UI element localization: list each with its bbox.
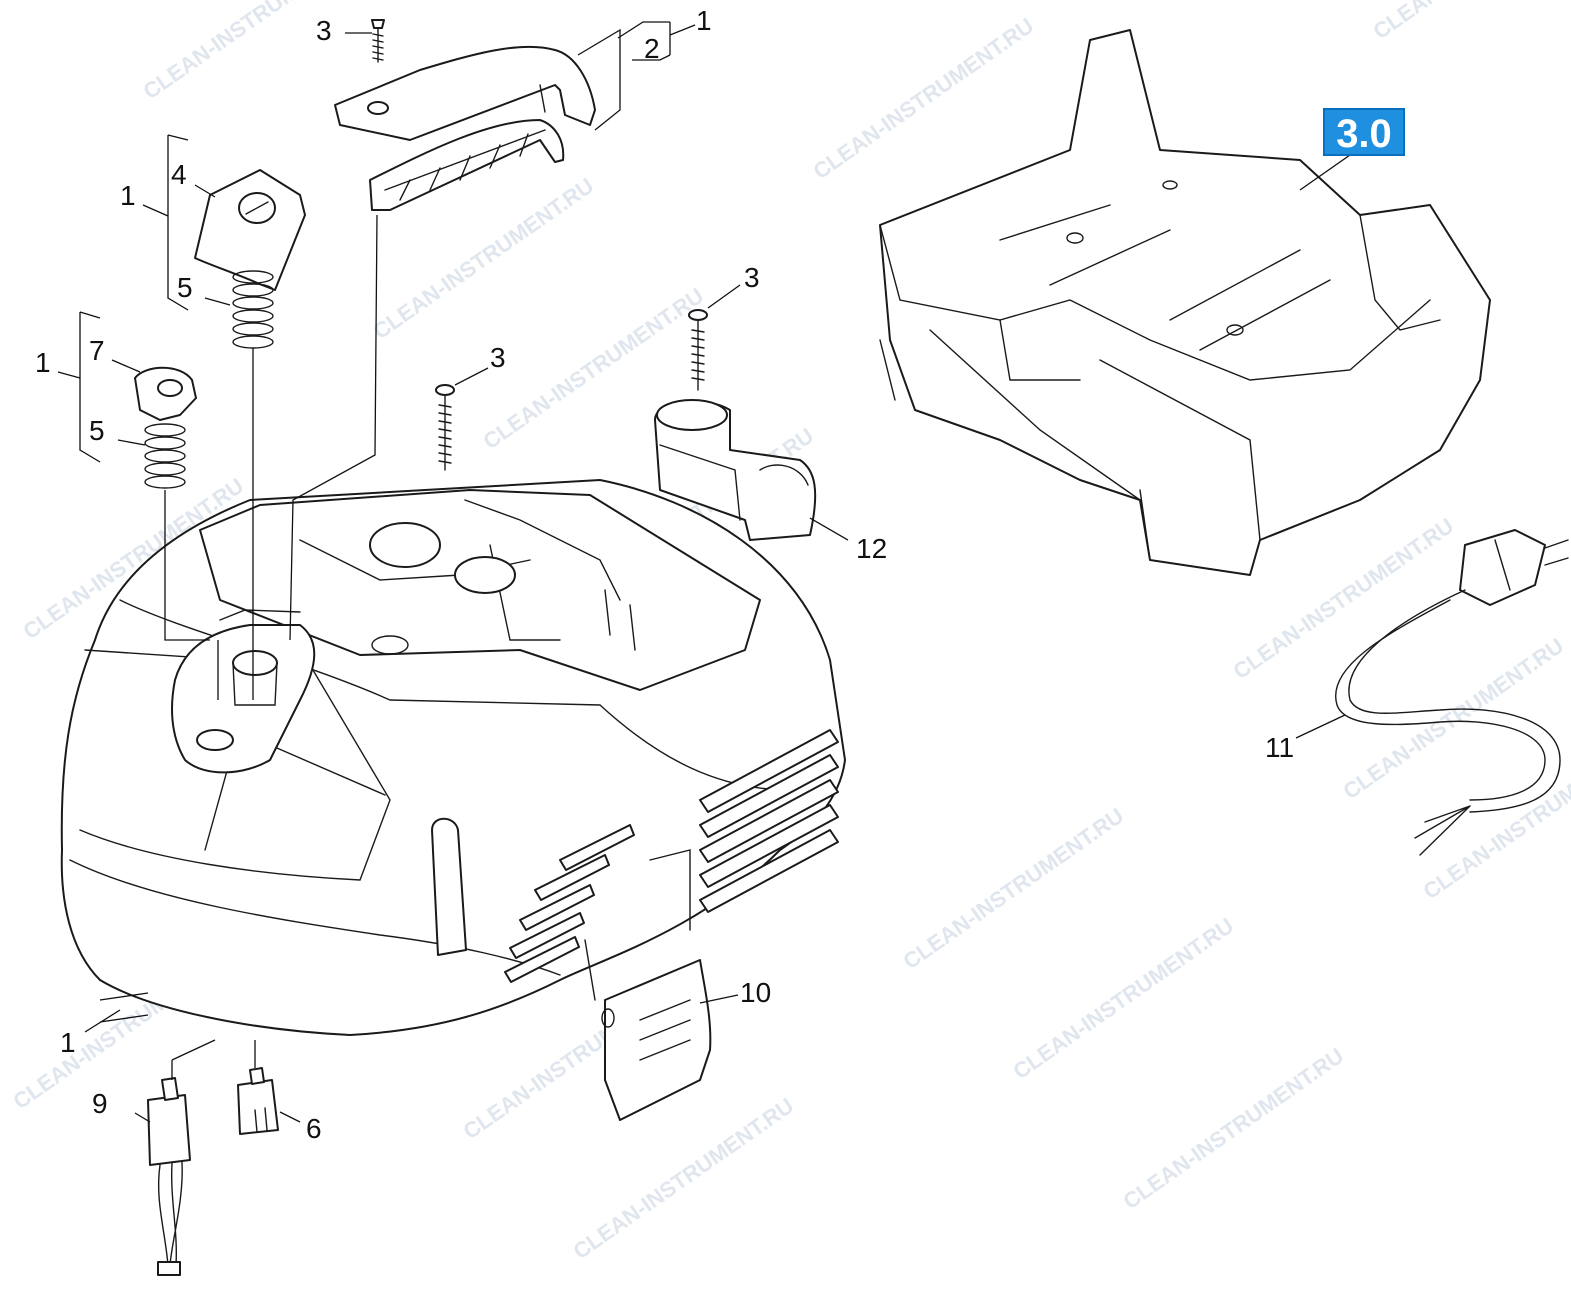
plug-connector xyxy=(237,1067,279,1135)
screw-right xyxy=(688,309,708,391)
callout-3-top: 3 xyxy=(316,15,332,46)
cable-holder xyxy=(654,399,817,541)
watermark: CLEAN-INSTRUMENT.RU xyxy=(139,0,369,104)
callout-1-bottom: 1 xyxy=(60,1027,76,1058)
watermark: CLEAN-INSTRUMENT.RU xyxy=(1339,633,1569,804)
power-cord xyxy=(1334,529,1569,856)
callout-9: 9 xyxy=(92,1088,108,1119)
callout-7: 7 xyxy=(89,335,105,366)
watermark: CLEAN-INSTRUMENT.RU xyxy=(1009,913,1239,1084)
handle-assembly xyxy=(334,45,596,211)
callout-5-upper: 5 xyxy=(177,272,193,303)
watermark: CLEAN-INSTRUMENT.RU xyxy=(1419,733,1571,904)
callout-12: 12 xyxy=(856,533,887,564)
watermark: CLEAN-INSTRUMENT.RU xyxy=(1119,1043,1349,1214)
callout-1-left-b: 1 xyxy=(35,347,51,378)
button-cap xyxy=(134,366,197,421)
callout-3-right: 3 xyxy=(744,262,760,293)
callout-labels: 3 2 1 4 1 5 7 1 5 3 3 12 11 10 1 9 6 xyxy=(35,5,1294,1144)
callout-2-top: 2 xyxy=(644,33,660,64)
screw-top xyxy=(371,19,385,63)
watermark: CLEAN-INSTRUMENT.RU xyxy=(809,13,1039,184)
spring-lower xyxy=(144,423,186,489)
switch-cover xyxy=(601,959,712,1121)
callout-11: 11 xyxy=(1265,732,1294,763)
watermark: CLEAN-INSTRUMENT.RU xyxy=(1369,0,1571,44)
knob-cap xyxy=(194,169,306,291)
callout-10: 10 xyxy=(740,977,771,1008)
callout-1-left-a: 1 xyxy=(120,180,136,211)
watermark: CLEAN-INSTRUMENT.RU xyxy=(569,1093,799,1264)
base-tray-assembly xyxy=(879,29,1491,576)
screw-mid xyxy=(435,384,455,471)
main-housing xyxy=(60,479,846,1036)
callout-1-top: 1 xyxy=(696,5,712,36)
callout-4: 4 xyxy=(171,159,187,190)
callout-3-mid: 3 xyxy=(490,342,506,373)
watermark: CLEAN-INSTRUMENT.RU xyxy=(899,803,1129,974)
callout-6: 6 xyxy=(306,1113,322,1144)
leader-lines xyxy=(57,21,1401,1123)
wire-connector xyxy=(147,1077,191,1276)
callout-5-lower: 5 xyxy=(89,415,105,446)
assembly-number-badge: 3.0 xyxy=(1323,108,1405,156)
